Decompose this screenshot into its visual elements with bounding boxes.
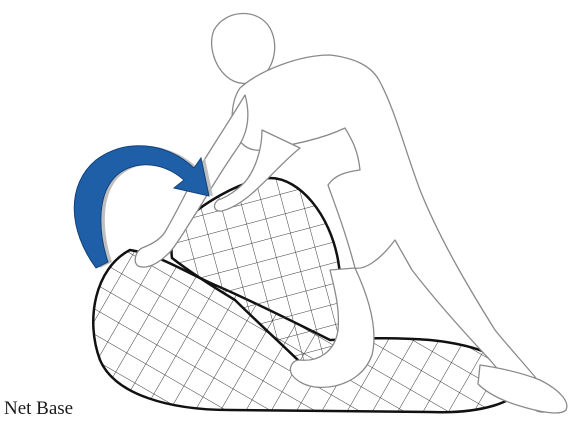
net-base-caption: Net Base bbox=[4, 398, 73, 420]
